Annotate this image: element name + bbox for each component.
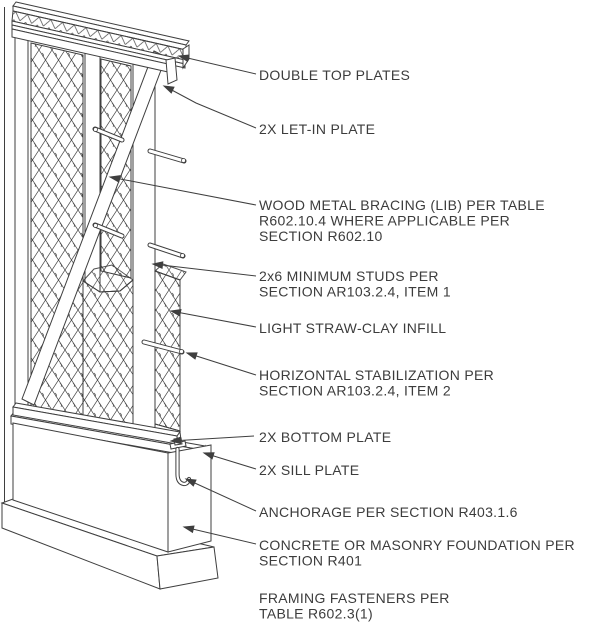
callout-labels: DOUBLE TOP PLATES 2X LET-IN PLATE WOOD M… xyxy=(259,67,579,622)
leader-foundation xyxy=(182,525,257,545)
wall-framing-group xyxy=(0,1,219,590)
leader-lines xyxy=(108,54,257,545)
label-wood-metal-bracing: WOOD METAL BRACING (LIB) PER TABLE R602.… xyxy=(259,197,549,244)
rod-right-upper xyxy=(147,148,187,164)
leader-wood-metal-bracing xyxy=(108,175,257,206)
leader-double-top-plates xyxy=(177,54,257,75)
label-straw-clay-infill: LIGHT STRAW-CLAY INFILL xyxy=(259,320,446,336)
leader-anchorage xyxy=(184,478,257,512)
leader-straw-clay-infill xyxy=(169,309,257,328)
leader-horizontal-stabilization xyxy=(185,352,257,376)
let-in-plate xyxy=(11,28,178,85)
left-stud xyxy=(14,33,29,409)
footing-right-face xyxy=(156,546,219,590)
label-let-in-plate: 2X LET-IN PLATE xyxy=(259,121,375,137)
foundation xyxy=(0,422,219,590)
label-framing-fasteners: FRAMING FASTENERS PER TABLE R602.3(1) xyxy=(259,590,454,622)
stabilization-rods xyxy=(92,126,187,355)
label-bottom-plate: 2X BOTTOM PLATE xyxy=(259,429,391,445)
label-double-top-plates: DOUBLE TOP PLATES xyxy=(259,67,410,83)
label-anchorage: ANCHORAGE PER SECTION R403.1.6 xyxy=(259,504,518,520)
let-in-plate-end xyxy=(165,57,178,85)
label-minimum-studs: 2x6 MINIMUM STUDS PER SECTION AR103.2.4,… xyxy=(259,268,451,300)
label-foundation: CONCRETE OR MASONRY FOUNDATION PER SECTI… xyxy=(259,537,579,569)
label-horizontal-stabilization: HORIZONTAL STABILIZATION PER SECTION AR1… xyxy=(259,367,498,399)
rod-left-lower xyxy=(92,222,125,239)
label-sill-plate: 2X SILL PLATE xyxy=(259,462,359,478)
rod-right-middle xyxy=(147,242,186,259)
leader-minimum-studs xyxy=(151,261,257,277)
leader-sill-plate xyxy=(202,452,257,470)
straw-block-middle xyxy=(82,264,134,426)
rod-left-upper xyxy=(92,126,125,143)
bottom-plate xyxy=(12,402,182,446)
rod-right-lower xyxy=(141,339,185,355)
leader-bottom-plate xyxy=(169,435,255,445)
leader-let-in-plate xyxy=(162,85,257,129)
stem-wall-right-face xyxy=(167,444,212,553)
double-top-plates xyxy=(11,1,190,70)
